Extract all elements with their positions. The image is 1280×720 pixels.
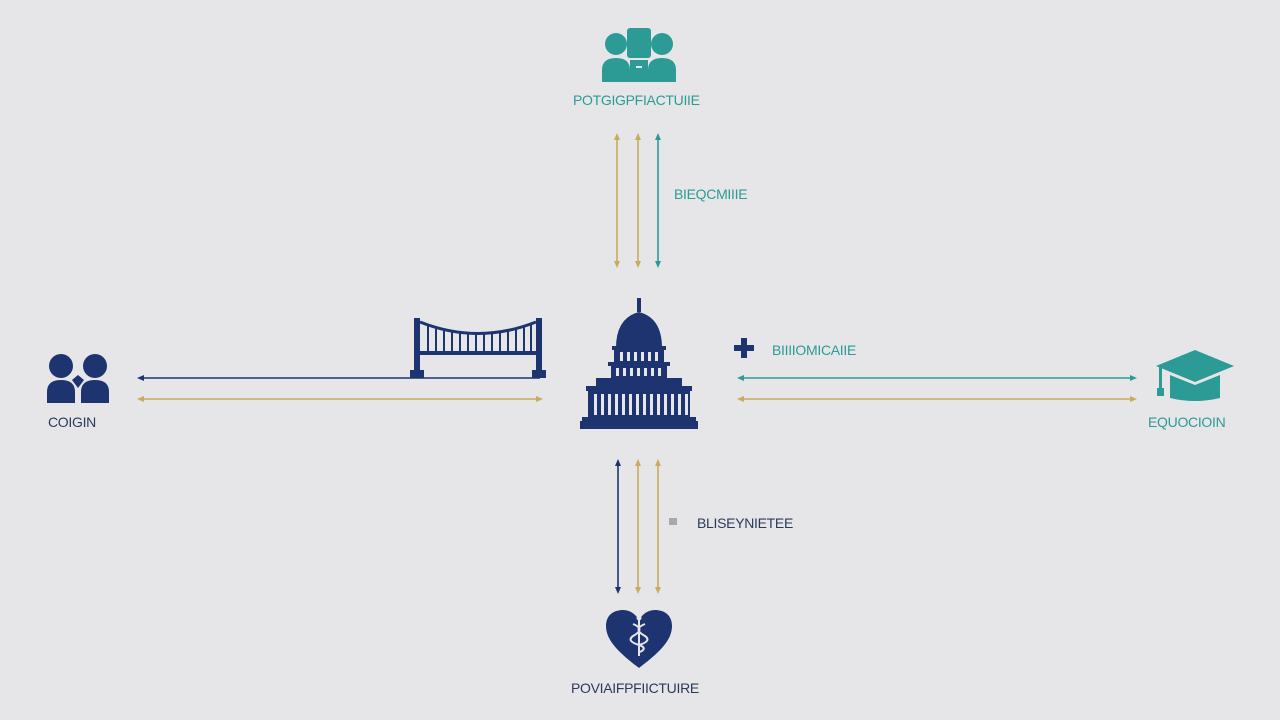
bridge-icon <box>410 318 546 378</box>
bottom-connector-arrows <box>615 459 661 594</box>
right-node-label: EQUOCIOIN <box>1148 414 1226 430</box>
bottom-link-label: BLISEYNIETEE <box>697 515 793 531</box>
people-icon <box>47 354 109 403</box>
graduation-cap-icon <box>1156 350 1234 401</box>
plus-icon <box>734 338 754 358</box>
people-team-icon <box>602 28 676 82</box>
right-connector-arrows <box>737 375 1137 402</box>
top-node-label: POTGIGPFIACTUIIE <box>573 92 700 108</box>
left-connector-arrows <box>137 375 543 402</box>
capitol-building-icon <box>580 298 698 429</box>
top-link-label: BIEQCMIIIE <box>674 186 748 202</box>
bottom-link-marker <box>669 518 677 525</box>
left-node-label: COIGIN <box>48 414 96 430</box>
heart-caduceus-icon <box>606 610 672 668</box>
bottom-node-label: POVIAIFPFIICTUIRE <box>571 680 699 696</box>
right-link-label: BIIIIOMICAIIE <box>772 342 857 358</box>
top-connector-arrows <box>614 133 661 268</box>
